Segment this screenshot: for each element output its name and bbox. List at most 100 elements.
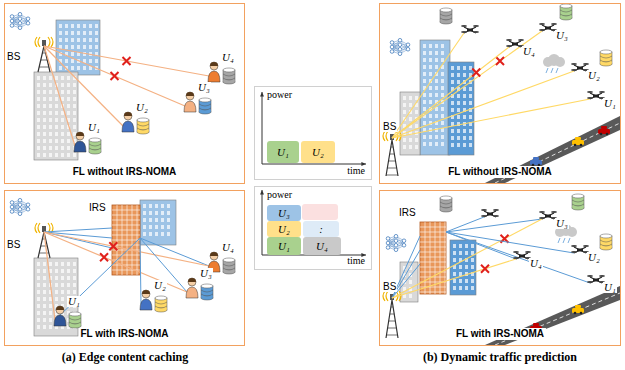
window [451,66,454,70]
window [409,117,412,121]
window [451,80,454,84]
tower-legs [386,300,398,338]
database-top [69,312,81,316]
window [441,107,444,111]
user-slot: U₁ [267,237,301,255]
irs-grid [112,235,140,236]
window [415,96,418,100]
database-fill [199,110,210,112]
irs-label: IRS [88,203,107,213]
building-body [140,200,176,245]
irs-grid [420,227,446,228]
user-slot: U₂ [267,221,301,237]
window [67,83,70,87]
neural-network-icon [10,198,30,215]
window [409,96,412,100]
window [37,276,40,280]
network-neuron [10,24,14,28]
database-fill [440,20,451,22]
car-wheel [580,312,583,315]
drone-rotor [461,25,467,27]
network-neuron [402,243,406,247]
rain-drop [551,68,553,73]
database-icon [440,196,452,212]
window [429,114,432,118]
radio-wave [38,223,40,233]
window [463,143,466,147]
window [451,129,454,133]
network-neuron [398,43,402,47]
network-neuron [26,17,30,21]
slot-label: U₁ [278,241,290,252]
window [457,73,460,77]
axis-label: power [267,189,292,201]
window [435,58,438,62]
tower-bar [390,154,395,155]
window [71,52,74,56]
user-label: U₂ [587,70,601,81]
tower-bar [390,314,394,315]
irs-panel [420,222,446,294]
bs-label: BS [6,52,21,62]
drone-rotor [587,91,593,93]
irs-grid [425,222,426,294]
window [423,121,426,125]
database-fill [600,62,611,64]
window [73,90,76,94]
drone-rotor [539,211,545,213]
drone-rotor [513,257,519,259]
window [89,45,92,49]
scenario-panel: FL without IRS-NOMA [4,3,245,184]
window [37,262,40,266]
window [167,211,170,215]
tower-bar [39,253,49,254]
window [43,125,46,129]
window [73,276,76,280]
window [43,318,46,322]
radio-wave [35,223,37,233]
window [453,251,456,255]
window [435,44,438,48]
window [55,146,58,150]
window [71,45,74,49]
network-neuron [386,241,390,245]
neural-network-icon [390,38,410,55]
database-top [223,258,235,262]
window [451,73,454,77]
window [71,31,74,35]
car-roof [601,126,607,129]
drone-rotor [513,251,519,253]
tower-bar [389,161,396,162]
window [149,232,152,236]
window [469,129,472,133]
panel-title: FL with IRS-NOMA [454,328,546,340]
radio-wave [48,37,50,47]
blocked-mark [100,253,108,261]
drone-body [487,213,493,216]
network-neuron [18,198,22,202]
car-icon [572,137,584,146]
window [37,290,40,294]
window [155,232,158,236]
window [49,297,52,301]
window [77,66,80,70]
window [61,276,64,280]
drone-rotor [571,245,577,247]
user-slot: U₃ [267,205,301,221]
window [67,290,70,294]
irs-grid [112,220,140,221]
window [471,286,474,290]
window [65,59,68,63]
database-fill [155,308,166,310]
radio-wave [38,37,40,47]
axis-label: time [347,255,365,267]
drone-rotor [539,217,545,219]
window [161,225,164,229]
axis-label: time [347,165,365,177]
user-hair [124,112,132,116]
bs-label: BS [382,282,397,292]
database-band [201,290,213,296]
window [143,211,146,215]
user-label: U₁ [603,98,617,109]
database-icon [199,98,211,114]
